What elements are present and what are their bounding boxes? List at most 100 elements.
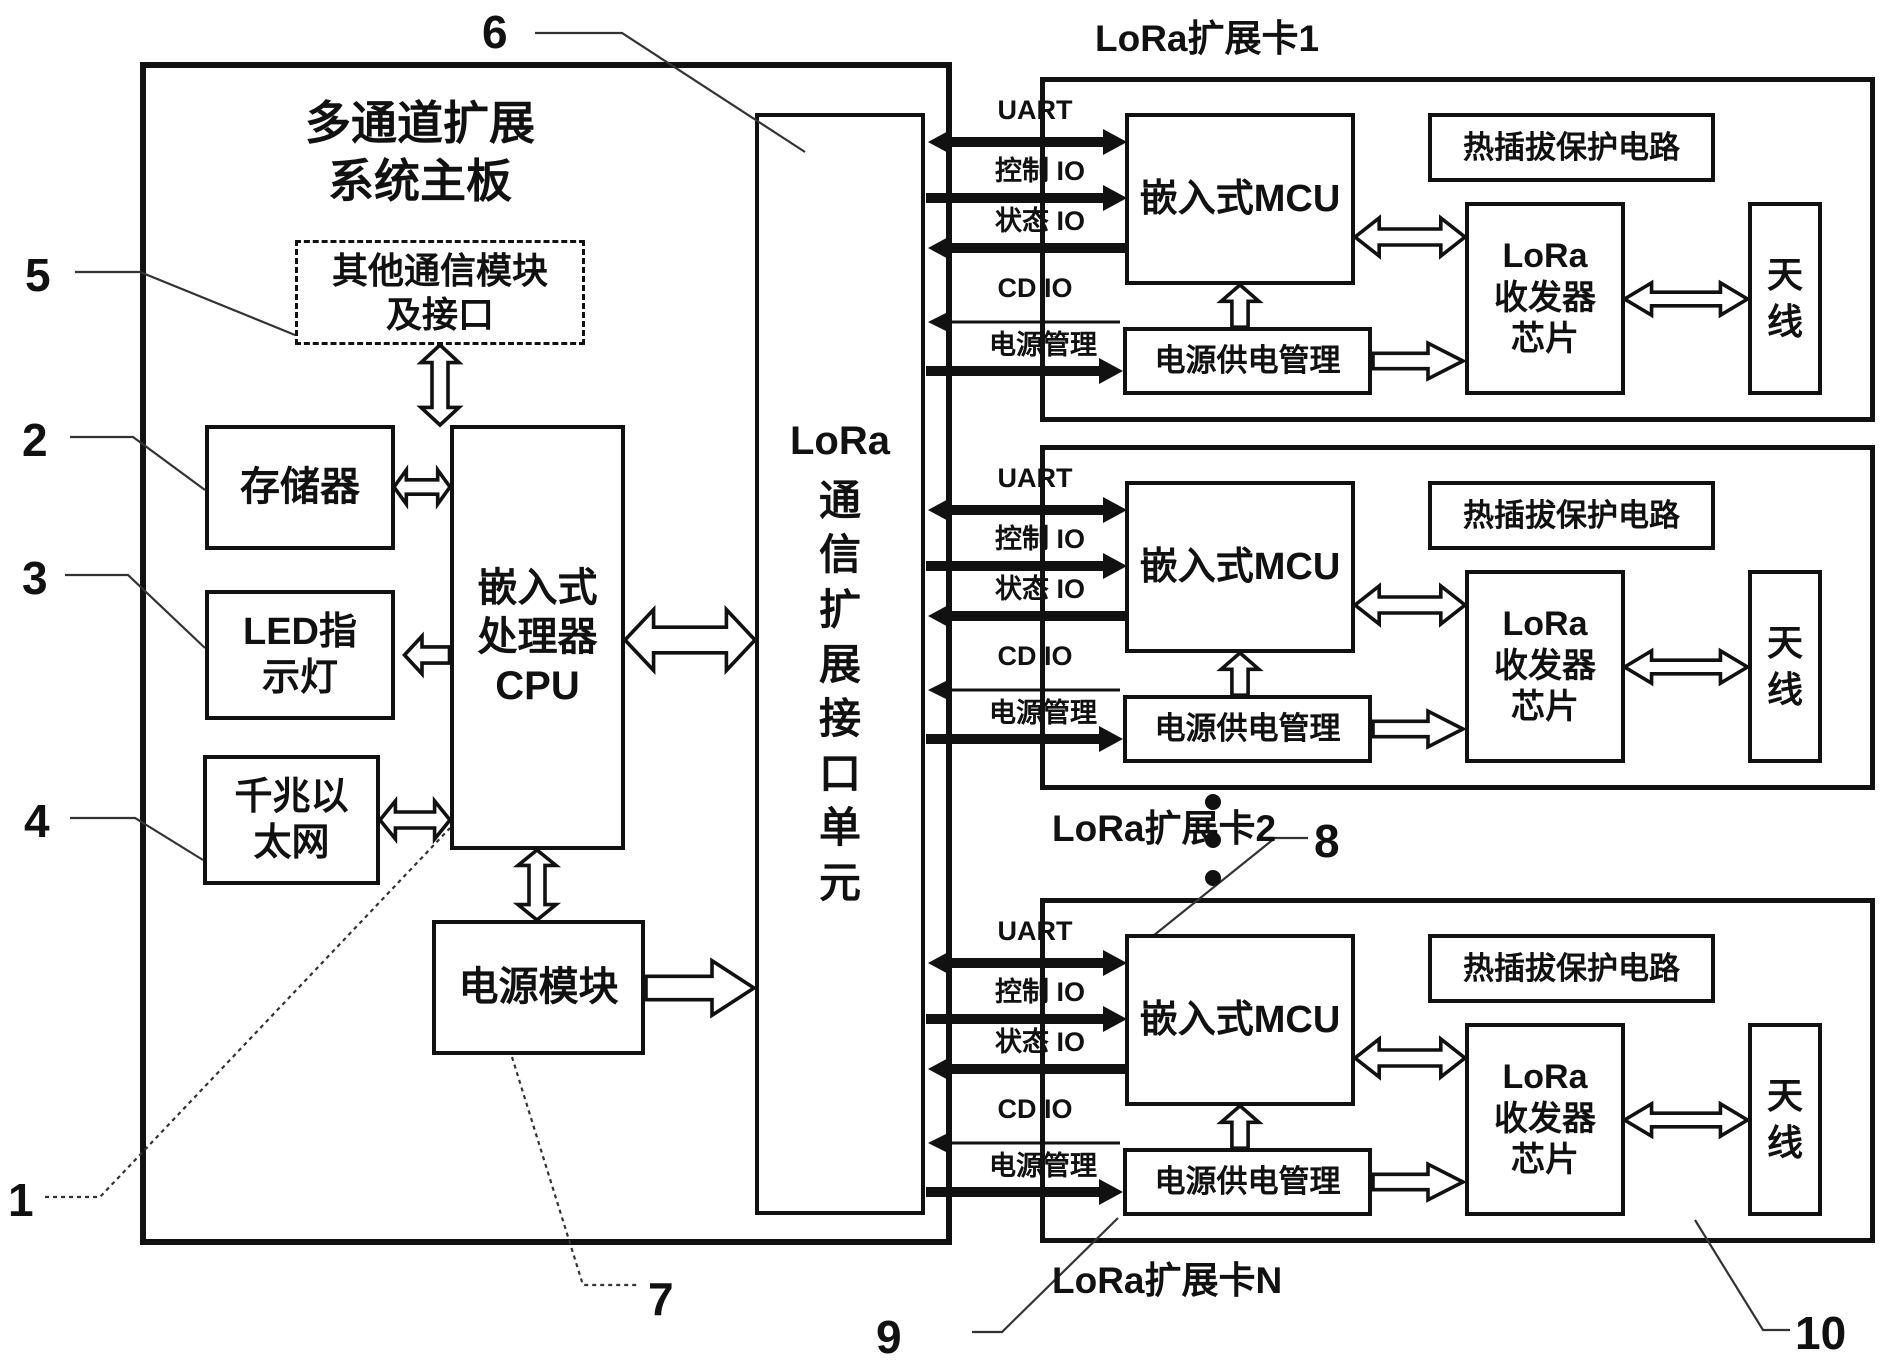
cardN-hot-swap-protection-box: 热插拔保护电路 [1428, 934, 1715, 1003]
card1-power-mgmt-label: 电源管理 [989, 330, 1097, 360]
card2-mcu-box: 嵌入式MCU [1125, 481, 1355, 653]
cardN-mcu-box: 嵌入式MCU [1125, 934, 1355, 1106]
ref-label-5: 5 [25, 249, 51, 301]
leader-line-3 [65, 573, 206, 649]
ref-label-2: 2 [22, 414, 48, 466]
leader-line-6 [535, 31, 806, 153]
card1-antenna-label: 天线 [1766, 253, 1803, 342]
ref-label-9: 9 [876, 1311, 902, 1363]
ref-label-3: 3 [22, 552, 48, 604]
leader-line-9 [972, 1217, 1119, 1334]
othermodule-cpu-arrow [419, 343, 461, 427]
cardN-lora-transceiver-box: LoRa 收发器 芯片 [1465, 1023, 1625, 1216]
led-indicator-line1: LED指 [242, 610, 357, 653]
card2-antenna-box: 天线 [1748, 570, 1822, 763]
cardN-antenna-label: 天线 [1766, 1074, 1803, 1163]
card1-transceiver-line2: 收发器 [1494, 278, 1596, 317]
leader-line-10 [1694, 1219, 1790, 1332]
cardN-control-io-label: 控制 IO [994, 977, 1085, 1007]
cardN-mcu-label: 嵌入式MCU [1139, 998, 1341, 1041]
lora-interface-unit-label: 通信扩展接口单元 [818, 476, 861, 906]
cardN-transceiver-line3: 芯片 [1511, 1141, 1579, 1180]
card2-power-supply-mgmt-box: 电源供电管理 [1123, 695, 1372, 763]
other-comm-module-line2: 及接口 [385, 293, 494, 335]
ref-label-7: 7 [648, 1273, 674, 1325]
gigabit-ethernet-box: 千兆以 太网 [203, 755, 380, 885]
leader-line-2 [70, 435, 206, 491]
cardN-status-io-label: 状态 IO [994, 1027, 1085, 1057]
cpu-box: 嵌入式 处理器 CPU [450, 425, 625, 850]
leader-line-7 [510, 1056, 638, 1287]
card1-transceiver-line3: 芯片 [1511, 320, 1579, 359]
card2-transceiver-line2: 收发器 [1494, 646, 1596, 685]
card2-title: LoRa扩展卡2 [1052, 808, 1277, 849]
card2-antenna-label: 天线 [1766, 621, 1803, 710]
card1-power-supply-label: 电源供电管理 [1154, 343, 1341, 379]
cardN-power-supply-mgmt-box: 电源供电管理 [1123, 1148, 1372, 1216]
card2-power-mgmt-label: 电源管理 [989, 698, 1097, 728]
cpu-interface-unit-arrow [625, 610, 755, 671]
gigabit-ethernet-line2: 太网 [253, 822, 330, 864]
ethernet-cpu-arrow [378, 799, 452, 841]
memory-cpu-arrow [392, 468, 452, 506]
card2-uart-label: UART [997, 463, 1073, 493]
memory-box: 存储器 [205, 425, 395, 550]
card2-power-supply-label: 电源供电管理 [1154, 711, 1341, 747]
card1-mcu-box: 嵌入式MCU [1125, 113, 1355, 285]
power-module-label: 电源模块 [458, 965, 619, 1010]
ref-label-8: 8 [1314, 815, 1340, 867]
leader-line-4 [70, 816, 204, 861]
cardN-uart-label: UART [997, 916, 1073, 946]
cardN-power-supply-label: 电源供电管理 [1154, 1164, 1341, 1200]
card2-control-io-label: 控制 IO [994, 524, 1085, 554]
card1-transceiver-line1: LoRa [1502, 237, 1588, 276]
card2-transceiver-line3: 芯片 [1511, 688, 1579, 727]
main-board-title-line2: 系统主板 [328, 154, 512, 207]
card2-hot-swap-protection-box: 热插拔保护电路 [1428, 481, 1715, 550]
card1-status-io-label: 状态 IO [994, 206, 1085, 236]
main-board-title: 多通道扩展 系统主板 [240, 95, 600, 210]
card2-lora-transceiver-box: LoRa 收发器 芯片 [1465, 570, 1625, 763]
card1-power-supply-mgmt-box: 电源供电管理 [1123, 327, 1372, 395]
lora-interface-unit-box: LoRa 通信扩展接口单元 [755, 113, 925, 1215]
cardN-power-mgmt-label: 电源管理 [989, 1151, 1097, 1181]
powermodule-to-interface-arrow [646, 961, 754, 1016]
cpu-power-arrow [516, 848, 558, 922]
other-comm-module-box: 其他通信模块 及接口 [295, 240, 585, 345]
cardN-title: LoRa扩展卡N [1052, 1260, 1283, 1301]
card1-control-io-label: 控制 IO [994, 156, 1085, 186]
card2-hot-swap-label: 热插拔保护电路 [1463, 497, 1680, 533]
power-module-box: 电源模块 [432, 920, 645, 1055]
cardN-antenna-box: 天线 [1748, 1023, 1822, 1216]
leader-line-1 [45, 827, 451, 1199]
card2-mcu-label: 嵌入式MCU [1139, 545, 1341, 588]
cpu-line3: CPU [495, 663, 580, 708]
memory-label: 存储器 [240, 465, 360, 510]
led-indicator-box: LED指 示灯 [205, 590, 395, 720]
ellipsis-dots [1205, 794, 1221, 886]
cardN-transceiver-line1: LoRa [1502, 1058, 1588, 1097]
card1-hot-swap-label: 热插拔保护电路 [1463, 129, 1680, 165]
card1-title: LoRa扩展卡1 [1095, 18, 1320, 59]
card1-antenna-box: 天线 [1748, 202, 1822, 395]
card1-mcu-label: 嵌入式MCU [1139, 177, 1341, 220]
card2-transceiver-line1: LoRa [1502, 605, 1588, 644]
cardN-hot-swap-label: 热插拔保护电路 [1463, 950, 1680, 986]
lora-interface-unit-latin: LoRa [790, 419, 890, 463]
cpu-to-led-arrow [402, 634, 452, 676]
leader-line-5 [75, 270, 296, 337]
card2-status-io-label: 状态 IO [994, 574, 1085, 604]
leader-line-8 [1147, 836, 1308, 941]
led-indicator-line2: 示灯 [261, 657, 338, 699]
ref-label-1: 1 [8, 1174, 34, 1226]
card1-hot-swap-protection-box: 热插拔保护电路 [1428, 113, 1715, 182]
cpu-line1: 嵌入式 [477, 566, 598, 611]
main-board-title-line1: 多通道扩展 [305, 97, 535, 149]
cardN-transceiver-line2: 收发器 [1494, 1099, 1596, 1138]
gigabit-ethernet-line1: 千兆以 [234, 775, 349, 818]
card2-cd-io-label: CD IO [997, 641, 1073, 671]
ref-label-4: 4 [24, 795, 50, 847]
card1-cd-io-label: CD IO [997, 273, 1073, 303]
cardN-cd-io-label: CD IO [997, 1094, 1073, 1124]
